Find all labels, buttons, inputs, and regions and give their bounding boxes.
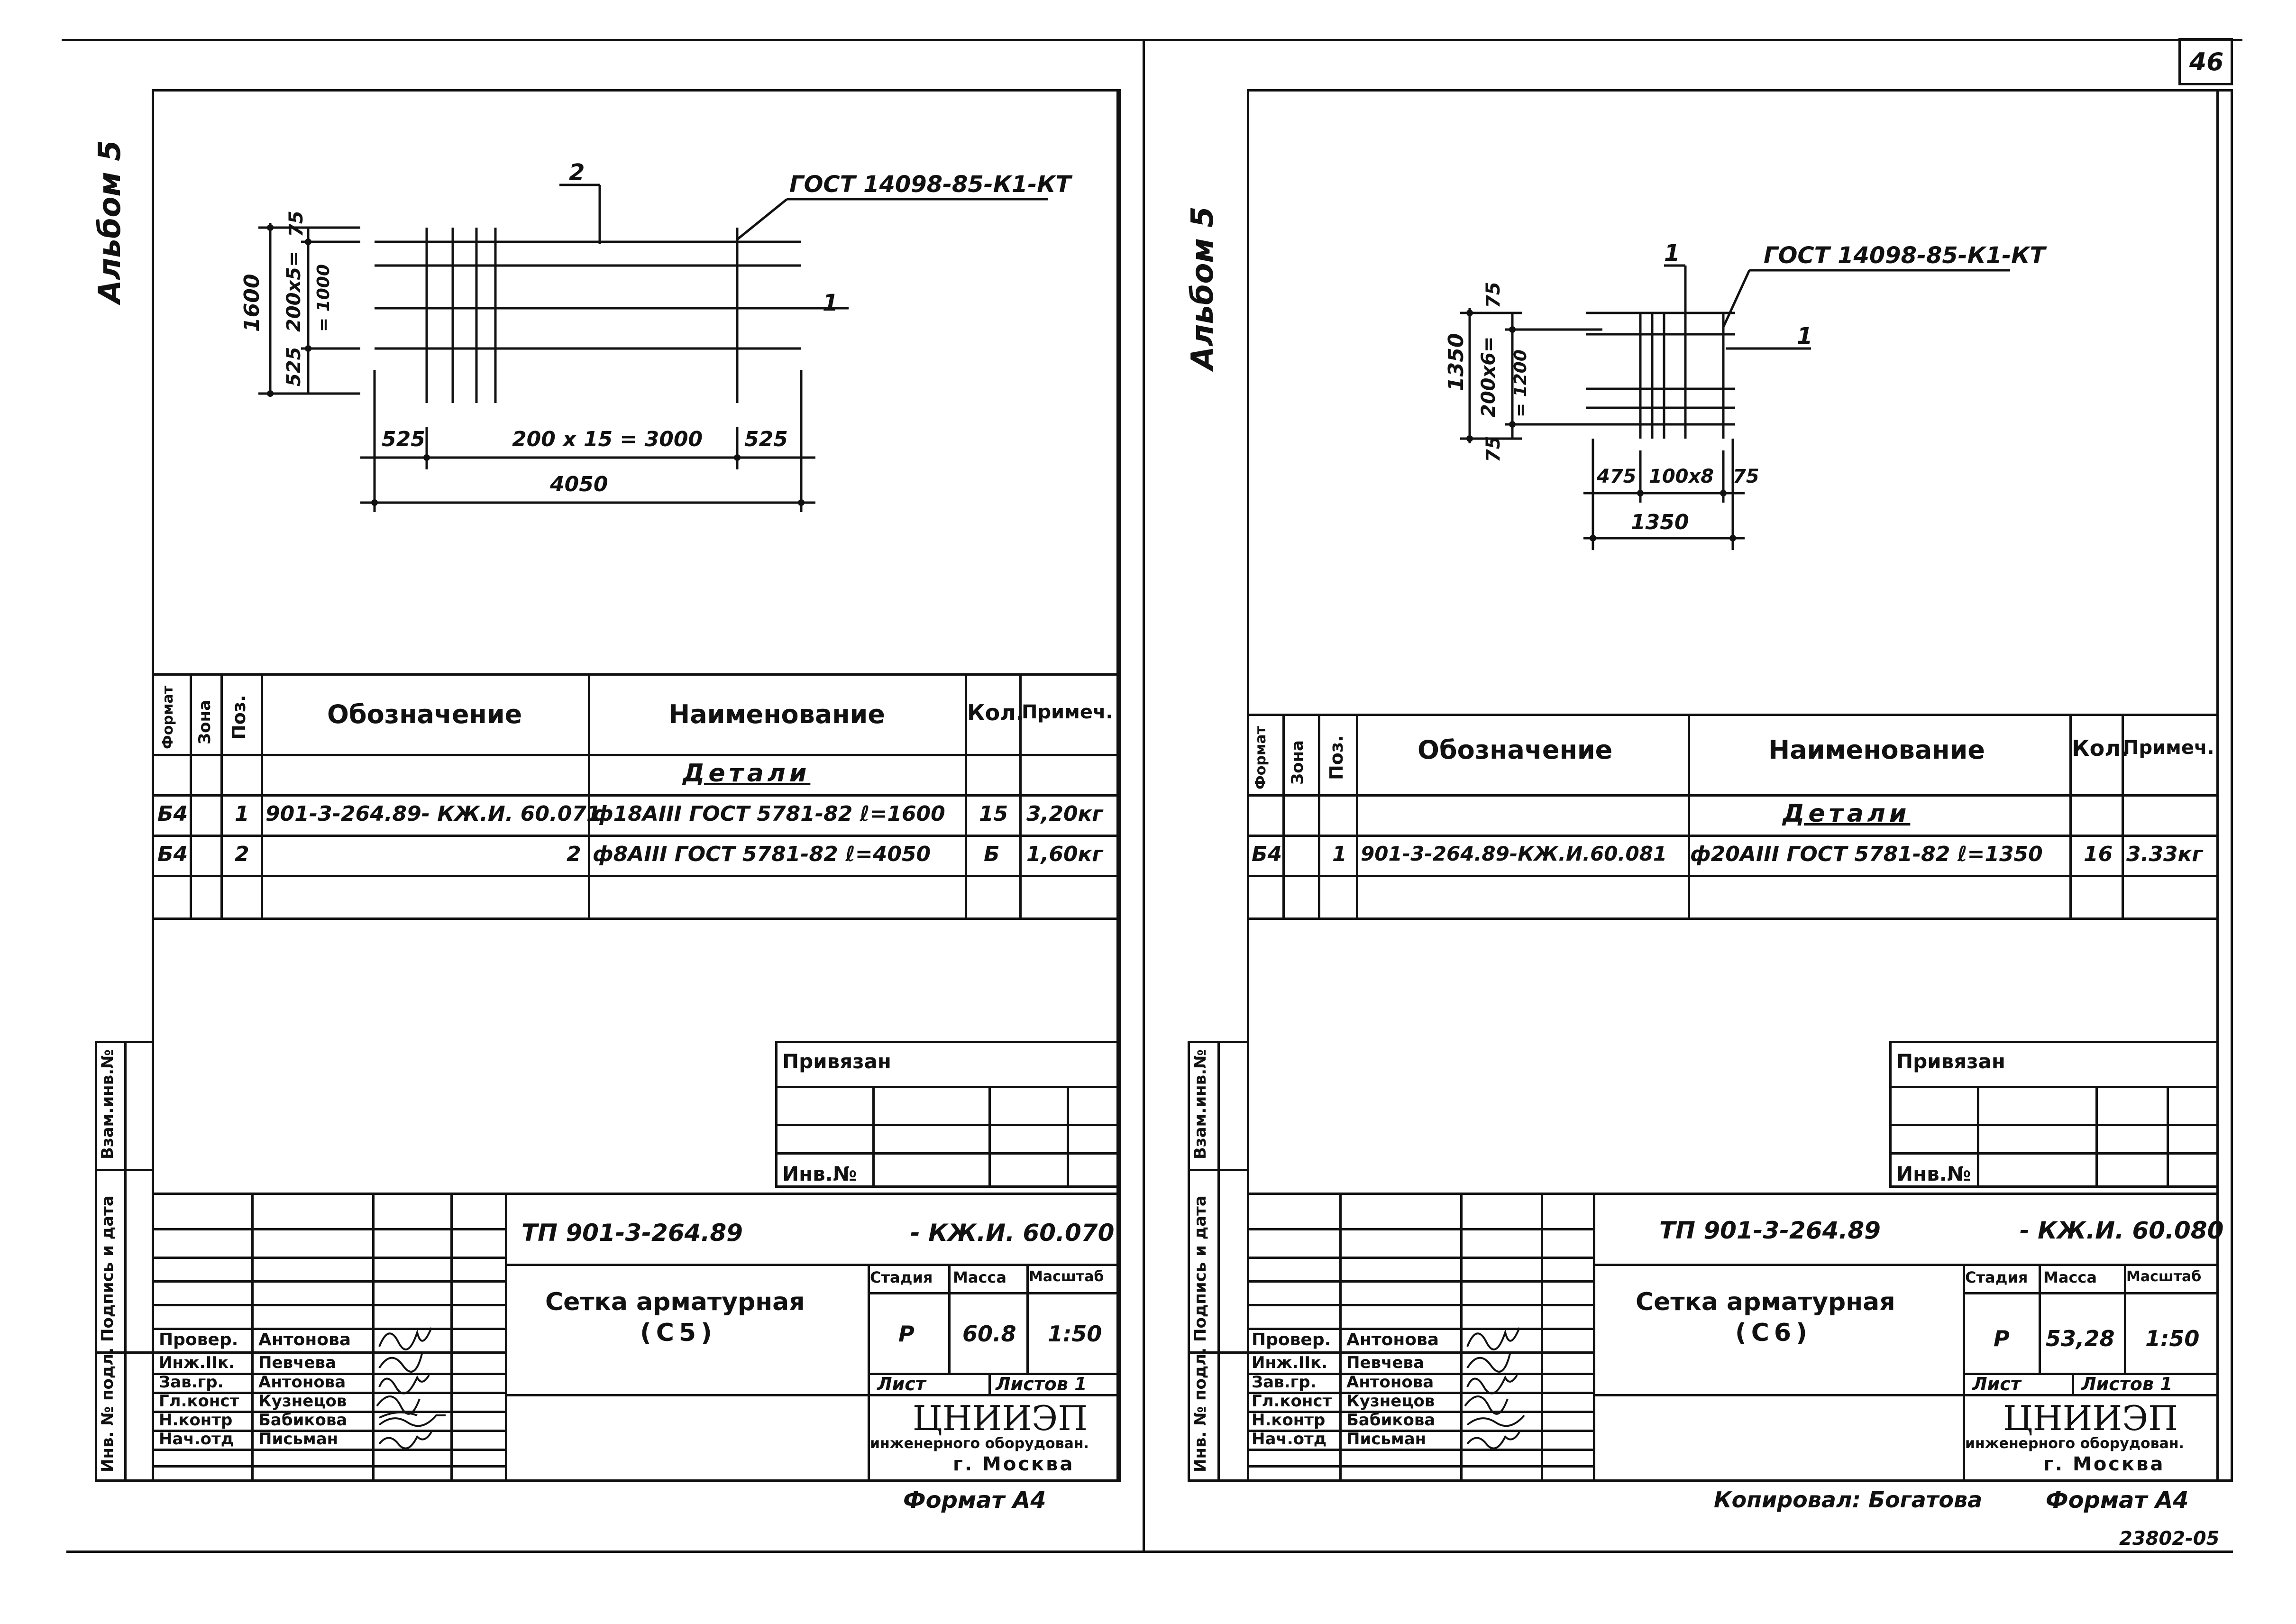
sheet1-scale-header: Масштаб [1029, 1268, 1104, 1285]
sheet1-scale-value: 1:50 [1048, 1321, 1102, 1347]
sheet2-format-label: Формат А4 [2046, 1487, 2189, 1514]
sheet1-org-name: ЦНИИЭП [913, 1398, 1088, 1438]
sheet2-spec-section: Детали [1783, 799, 1911, 828]
sheet1-code-left: ТП 901-3-264.89 [521, 1219, 743, 1247]
page-number-box [2178, 38, 2233, 85]
sheet2-org-city: г. Москва [2043, 1453, 2165, 1475]
sheet2-dim-spacing-h: 100х8 [1649, 466, 1714, 487]
sheet1-dim-spacing-h: 200 х 15 = 3000 [512, 427, 703, 451]
sheet2-stage-header: Стадия [1965, 1268, 2028, 1286]
sheet2-binding-title: Привязан [1896, 1050, 2005, 1073]
sheet2-code-left: ТП 901-3-264.89 [1659, 1217, 1881, 1244]
sheet1-sheets-label: Листов 1 [996, 1374, 1087, 1395]
sheet1-spec-h-note: Примеч. [1022, 701, 1113, 723]
sheet1-name-line2: (С5) [640, 1319, 717, 1347]
sheet2-gost-label: ГОСТ 14098-85-К1-КТ [1764, 242, 2046, 269]
sheet2-scale-header: Масштаб [2126, 1268, 2202, 1285]
sheet2-org-name: ЦНИИЭП [2003, 1398, 2178, 1438]
sheet1-dim-margin-right: 525 [744, 427, 788, 451]
sheet1-spec-h-qty: Кол. [967, 700, 1025, 725]
sheet2-spec-h-qty: Кол. [2072, 735, 2129, 761]
sheet2-sheets-label: Листов 1 [2081, 1374, 2173, 1395]
sheet1-pos-top: 2 [569, 159, 585, 186]
sheet1-binding-title: Привязан [782, 1050, 891, 1073]
sheet1-org-city: г. Москва [953, 1453, 1075, 1475]
sheet2-mass-value: 53,28 [2046, 1326, 2115, 1351]
sheet1-frame [152, 89, 1121, 1482]
sheet2-pos-top: 1 [1664, 240, 1680, 266]
sheet1-org-sub: инженерного оборудован. [870, 1435, 1089, 1452]
sheet2-name-line1: Сетка арматурная [1636, 1288, 1895, 1316]
copy-number: 23802-05 [2119, 1528, 2220, 1550]
sheet2-name-line2: (С6) [1735, 1319, 1812, 1347]
sheet2-frame [1247, 89, 2233, 1482]
sheet2-scale-value: 1:50 [2145, 1326, 2200, 1351]
bottom-border-line [66, 1551, 2233, 1553]
sheet2-pos-side: 1 [1797, 323, 1813, 349]
sheet2-dim-width-total: 1350 [1631, 510, 1689, 534]
sheet2-binding-inv: Инв.№ [1896, 1162, 1971, 1185]
copied-by-label: Копировал: Богатова [1714, 1487, 1983, 1513]
page-number: 46 [2189, 48, 2224, 76]
sheet1-dim-width-total: 4050 [550, 472, 608, 496]
sheet1-stage-header: Стадия [870, 1268, 933, 1286]
sheet2-right-edge [2216, 89, 2219, 1482]
sheet1-spec-h-name: Наименование [668, 699, 886, 729]
sheet2-spec-h-designation: Обозначение [1418, 735, 1613, 765]
sheet2-dim-margin-left: 475 [1597, 466, 1637, 487]
sheet2-mass-header: Масса [2043, 1268, 2097, 1286]
sheet2-dim-margin-right: 75 [1733, 466, 1759, 487]
sheet1-pos-side: 1 [823, 290, 839, 316]
sheet1-binding-inv: Инв.№ [782, 1162, 857, 1185]
sheet1-spec-h-designation: Обозначение [327, 699, 522, 729]
center-divider-line [1143, 40, 1145, 1553]
sheet2-stage-value: Р [1994, 1326, 2010, 1351]
sheet1-right-edge [1116, 89, 1119, 1482]
sheet1-gost-label: ГОСТ 14098-85-К1-КТ [789, 171, 1071, 198]
sheet2-spec-h-name: Наименование [1768, 735, 1985, 765]
sheet2-code-right: - КЖ.И. 60.080 [2020, 1217, 2224, 1244]
sheet1-stage-value: Р [898, 1321, 915, 1347]
sheet2-spec-h-note: Примеч. [2123, 737, 2214, 759]
top-border-line [62, 39, 2242, 41]
sheet1-dim-margin-left: 525 [382, 427, 425, 451]
sheet2-sheet-label: Лист [1972, 1374, 2021, 1395]
sheet1-sheet-label: Лист [877, 1374, 926, 1395]
sheet1-mass-header: Масса [953, 1268, 1006, 1286]
sheet1-mass-value: 60.8 [962, 1321, 1016, 1347]
sheet1-name-line1: Сетка арматурная [545, 1288, 805, 1316]
sheet1-format-label: Формат А4 [903, 1487, 1046, 1514]
sheet1-code-right: - КЖ.И. 60.070 [910, 1219, 1115, 1247]
sheet2-org-sub: инженерного оборудован. [1965, 1435, 2184, 1452]
sheet1-spec-section: Детали [683, 759, 811, 788]
